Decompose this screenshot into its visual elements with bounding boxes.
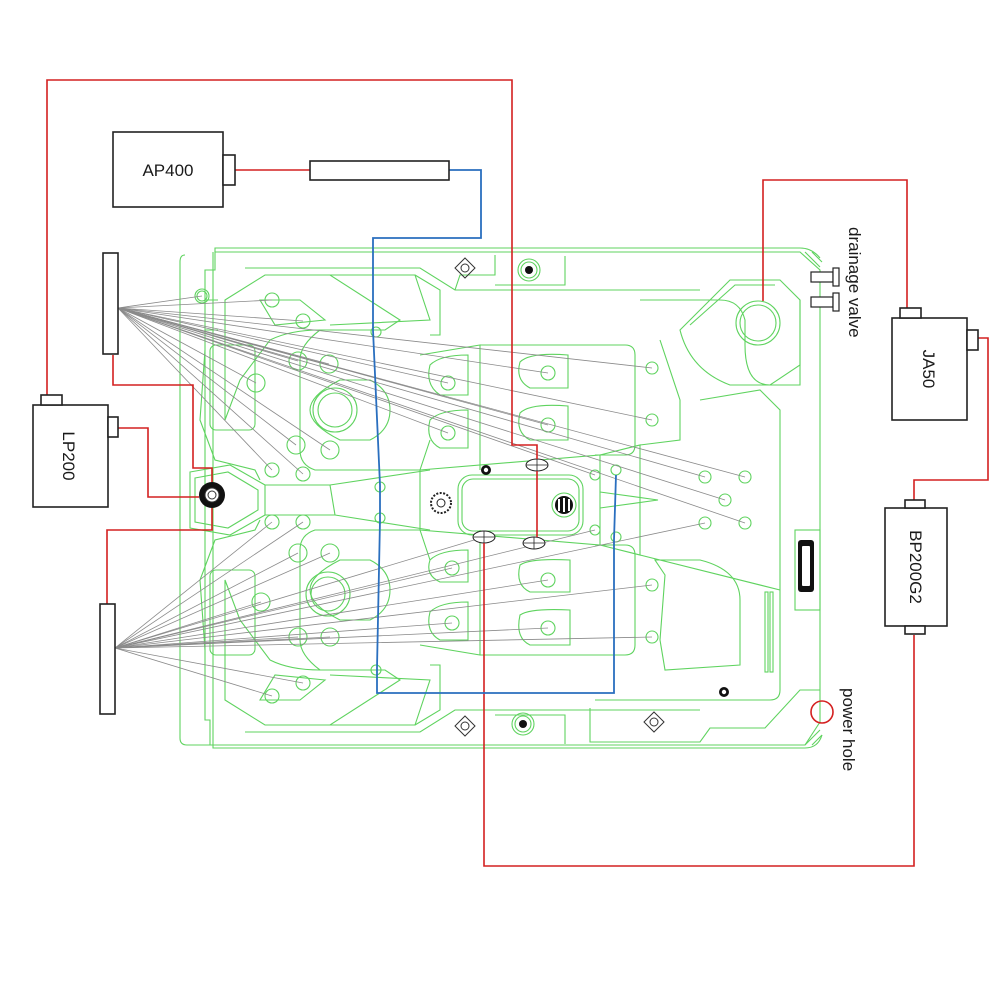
ap400-label: AP400	[142, 161, 193, 180]
fiber-line	[117, 307, 257, 384]
fiber-line	[114, 627, 549, 649]
drain-fitting-top	[517, 258, 541, 282]
fiber-points	[194, 288, 752, 704]
jet-fittings	[472, 458, 549, 550]
power-hole-marker	[810, 700, 834, 724]
fiber-line	[117, 307, 596, 476]
ja50-label: JA50	[919, 350, 938, 389]
tub-outline	[179, 247, 823, 749]
drainage-valve-icon	[810, 267, 840, 312]
fiber-line	[114, 584, 653, 649]
small-fitting-right	[719, 687, 729, 697]
air-manifold	[309, 160, 450, 181]
fiber-line	[114, 522, 706, 649]
fiber-line	[114, 552, 299, 649]
light-bar-bottom	[99, 603, 116, 715]
light-bar-top	[102, 252, 119, 355]
fiber-line	[117, 307, 304, 475]
fiber-line	[117, 307, 549, 374]
fiber-line	[117, 307, 746, 524]
fiber-lines-bottom	[114, 521, 706, 697]
mount-marker-bottom-right	[643, 711, 665, 733]
ap400-unit[interactable]: AP400	[112, 131, 236, 208]
center-light	[199, 482, 225, 508]
ja50-unit[interactable]: JA50	[891, 307, 979, 421]
fiber-line	[117, 307, 297, 446]
fiber-line	[117, 307, 449, 384]
bp200g2-unit[interactable]: BP200G2	[884, 499, 948, 635]
fiber-line	[114, 567, 453, 649]
fiber-line	[114, 636, 653, 649]
fiber-line	[114, 521, 273, 649]
power-wires	[46, 79, 989, 867]
fiber-line	[117, 307, 726, 501]
fiber-line	[114, 536, 485, 649]
mount-marker-top-left	[454, 257, 476, 279]
fiber-line	[114, 521, 304, 649]
fiber-line	[114, 579, 549, 649]
fiber-line	[117, 295, 203, 309]
drainage-valve-label: drainage valve	[845, 227, 864, 338]
lp200-unit[interactable]: LP200	[32, 394, 119, 508]
fiber-line	[117, 299, 273, 309]
fiber-line	[117, 307, 653, 421]
fiber-line	[117, 307, 331, 451]
power-hole-label: power hole	[839, 688, 858, 771]
fiber-line	[117, 307, 273, 471]
air-control-knob	[430, 492, 452, 514]
air-lines	[372, 169, 617, 694]
fiber-line	[114, 552, 331, 649]
fiber-lines-top	[117, 295, 746, 524]
drain-fitting-bottom	[511, 712, 535, 736]
lp200-label: LP200	[59, 431, 78, 480]
bp200g2-label: BP200G2	[906, 530, 925, 604]
filter-port	[735, 300, 781, 346]
fiber-line	[117, 307, 746, 478]
side-control-slot	[798, 540, 814, 592]
speaker-grille	[551, 492, 577, 518]
mount-marker-bottom-left	[454, 715, 476, 737]
fiber-line	[117, 307, 653, 369]
fiber-line	[114, 529, 596, 649]
fiber-line	[117, 307, 706, 478]
fiber-line	[117, 307, 304, 322]
fiber-line	[117, 307, 449, 434]
small-fitting-center	[481, 465, 491, 475]
fiber-line	[114, 647, 304, 684]
fiber-line	[114, 622, 453, 649]
fiber-line	[114, 647, 273, 697]
